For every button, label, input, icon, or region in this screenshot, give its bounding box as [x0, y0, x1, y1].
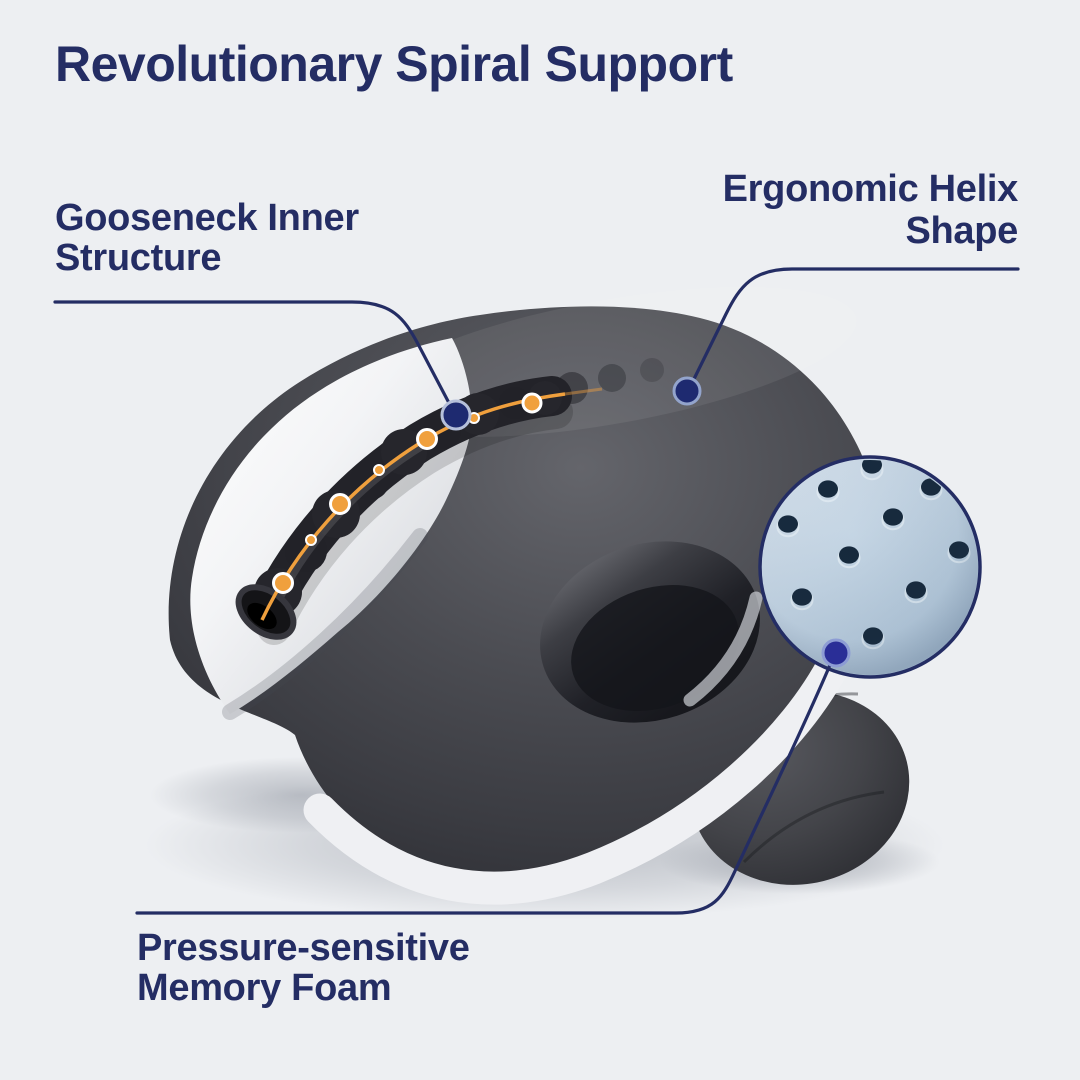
pillow-underside-band: [303, 643, 853, 905]
spine-nodes: [272, 392, 543, 594]
pillow-inner-hole: [540, 541, 763, 723]
callout-line-memory-foam: [135, 663, 832, 915]
annotation-gooseneck-label: Gooseneck Inner Structure: [55, 197, 359, 279]
spine-node-dot: [329, 493, 351, 515]
spine-path-line-fade: [564, 387, 603, 396]
spine-node-dot: [373, 464, 385, 476]
annotation-helix-label: Ergonomic Helix Shape: [722, 168, 1019, 252]
spine-path-line: [260, 392, 566, 621]
callout-line-helix: [692, 267, 1020, 381]
annotation-memory-foam-label: Pressure-sensitive Memory Foam: [137, 927, 470, 1009]
spine-node-dot: [521, 392, 543, 414]
foam-inset-circle: [758, 455, 982, 679]
spine-node-dot: [305, 534, 317, 546]
spine-node-dot: [272, 572, 294, 594]
callout-dot-helix: [672, 376, 702, 406]
callout-line-gooseneck: [53, 300, 451, 405]
callout-dot-memory-foam: [821, 638, 851, 668]
page-title: Revolutionary Spiral Support: [55, 36, 733, 92]
callout-dot-gooseneck: [440, 399, 472, 431]
spine-node-dot: [416, 428, 438, 450]
